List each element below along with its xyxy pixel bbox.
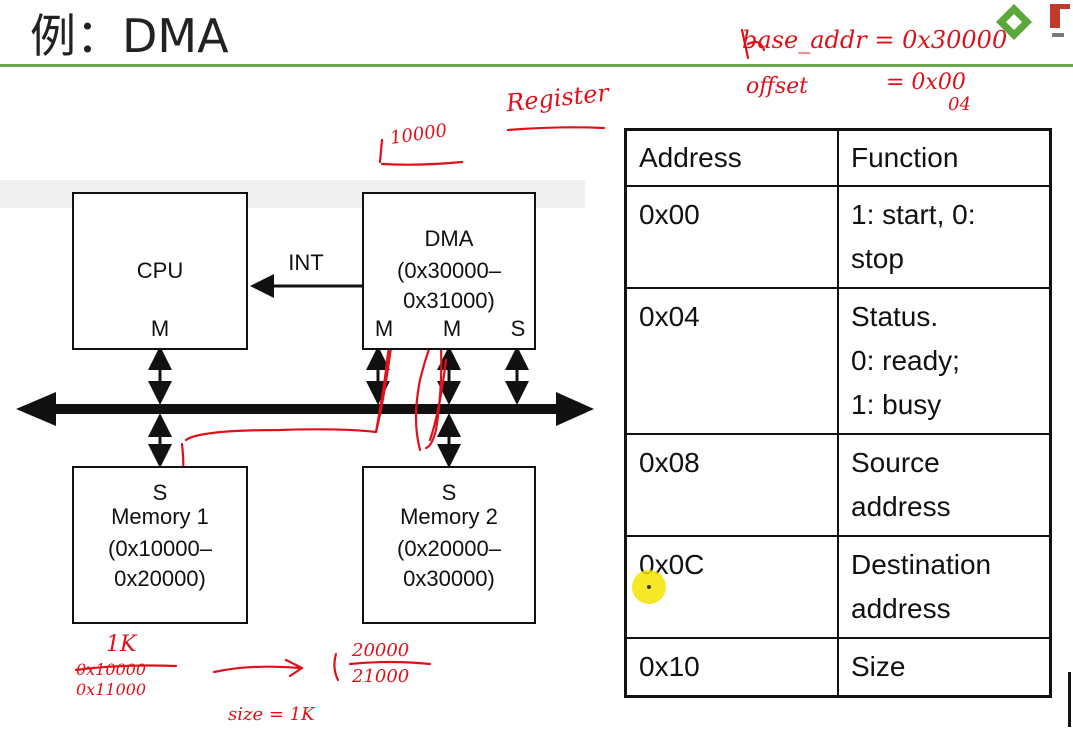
register-function: 1: start, 0: stop — [837, 185, 1052, 289]
register-function-line: 1: start, 0: — [851, 199, 976, 230]
memory1-slave-port: S — [152, 480, 168, 505]
dma-range-line1: (0x30000– — [397, 258, 501, 283]
memory2-slave-port: S — [441, 480, 457, 505]
register-function: Status. 0: ready; 1: busy — [837, 287, 1052, 435]
register-address: 0x04 — [624, 287, 839, 435]
register-address: 0x08 — [624, 433, 839, 537]
memory2-block: S Memory 2 (0x20000– 0x30000) — [362, 466, 536, 624]
register-function-line: Source — [851, 447, 940, 478]
table-row: 0x08 Source address — [624, 433, 1052, 537]
register-function-line: address — [851, 593, 951, 624]
dma-slave-port: S — [510, 316, 526, 341]
annotation-base-addr: base_addr = 0x30000 — [742, 26, 1008, 54]
cpu-master-port: M — [150, 316, 170, 341]
register-function-line: 0: ready; — [851, 345, 960, 376]
register-address: 0x00 — [624, 185, 839, 289]
logo-icon — [996, 4, 1070, 40]
edge-divider — [1068, 672, 1071, 727]
annotation-offset-value2: 04 — [948, 94, 971, 115]
register-table: Address Function 0x00 1: start, 0: stop … — [624, 128, 1052, 698]
annotation-size: size = 1K — [228, 704, 315, 725]
annotation-src-range-b: 0x11000 — [76, 680, 147, 699]
memory1-range-line1: (0x10000– — [108, 536, 212, 561]
register-function-line: address — [851, 491, 951, 522]
dma-block: DMA (0x30000– 0x31000) M M S — [362, 192, 536, 350]
dma-range-line2: 0x31000) — [403, 288, 495, 313]
title-divider — [0, 64, 1073, 67]
annotation-dst-range-b: 21000 — [352, 666, 410, 687]
annotation-offset-label: offset — [746, 74, 808, 99]
register-address: 0x10 — [624, 637, 839, 698]
slide-title: 例：DMA — [30, 9, 229, 63]
annotation-top-number: 10000 — [388, 120, 449, 149]
table-row: 0x0C Destination address — [624, 535, 1052, 639]
column-header-address: Address — [624, 128, 839, 187]
register-function-line: stop — [851, 243, 904, 274]
memory1-label: Memory 1 — [111, 504, 209, 529]
cursor-highlight — [632, 570, 666, 604]
register-function-line: Size — [851, 651, 906, 682]
register-function-line: Destination — [851, 549, 992, 580]
register-function-line: 1: busy — [851, 389, 942, 420]
annotation-size-1k: 1K — [106, 632, 137, 657]
memory2-range-line1: (0x20000– — [397, 536, 501, 561]
cpu-label: CPU — [136, 258, 184, 283]
memory2-range-line2: 0x30000) — [403, 566, 495, 591]
table-row: 0x00 1: start, 0: stop — [624, 185, 1052, 289]
annotation-src-range-a: 0x10000 — [76, 660, 147, 679]
annotation-dst-range-a: 20000 — [352, 640, 410, 661]
table-row: 0x10 Size — [624, 637, 1052, 698]
register-function-line: Status. — [851, 301, 939, 332]
register-function: Size — [837, 637, 1052, 698]
register-function: Source address — [837, 433, 1052, 537]
memory1-range-line2: 0x20000) — [114, 566, 206, 591]
column-header-function: Function — [837, 128, 1052, 187]
table-row: 0x04 Status. 0: ready; 1: busy — [624, 287, 1052, 435]
int-label: INT — [288, 250, 324, 275]
dma-label: DMA — [424, 226, 474, 251]
dma-master-port-1: M — [374, 316, 394, 341]
dma-master-port-2: M — [442, 316, 462, 341]
cpu-block: CPU M — [72, 192, 248, 350]
annotation-register: Register — [504, 78, 611, 118]
memory1-block: S Memory 1 (0x10000– 0x20000) — [72, 466, 248, 624]
table-header-row: Address Function — [624, 128, 1052, 187]
register-function: Destination address — [837, 535, 1052, 639]
system-bus — [16, 392, 594, 426]
annotation-offset-value: = 0x00 — [886, 70, 966, 95]
memory2-label: Memory 2 — [400, 504, 498, 529]
